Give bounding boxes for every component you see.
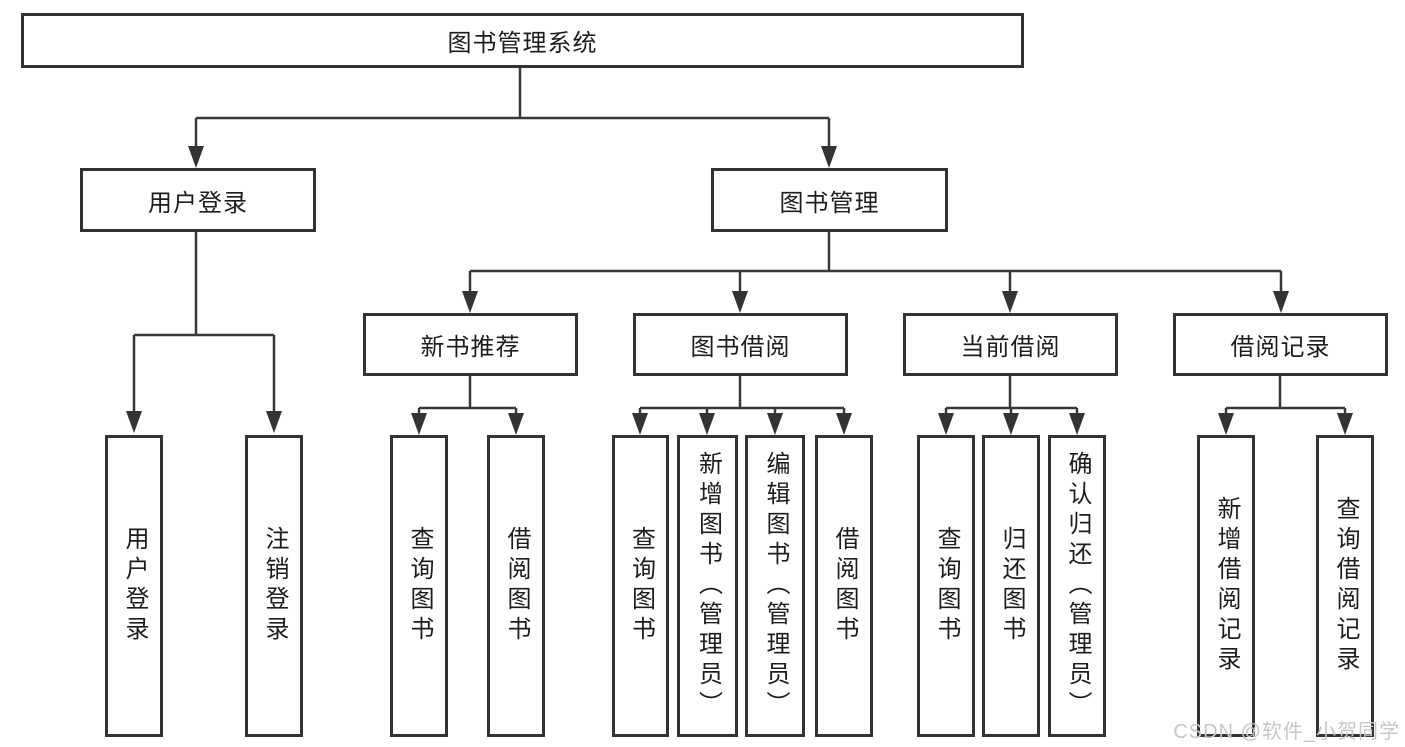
- node-label: 新书推荐: [420, 334, 521, 361]
- node-label: 借阅记录: [1230, 334, 1331, 361]
- leaf-borrow-books: 借阅图书: [815, 435, 873, 737]
- node-label: 用户登录: [148, 189, 248, 217]
- node-root: 图书管理系统: [21, 13, 1024, 68]
- node-label: 注销登录: [261, 526, 288, 646]
- node-current-borrow: 当前借阅: [903, 313, 1118, 376]
- leaf-add-borrow-record: 新增借阅记录: [1197, 435, 1255, 737]
- node-book-management: 图书管理: [711, 168, 948, 232]
- node-label: 归还图书: [998, 526, 1025, 646]
- node-new-book-recommend: 新书推荐: [363, 313, 578, 376]
- leaf-confirm-return-admin: 确认归还（管理员）: [1048, 435, 1106, 737]
- node-label: 新增借阅记录: [1213, 496, 1240, 676]
- node-label: 确认归还（管理员）: [1064, 451, 1091, 721]
- node-book-borrow: 图书借阅: [633, 313, 848, 376]
- leaf-query-borrow-record: 查询借阅记录: [1316, 435, 1374, 737]
- node-label: 编辑图书（管理员）: [762, 451, 789, 721]
- leaf-logout: 注销登录: [245, 435, 303, 737]
- node-label: 新增图书（管理员）: [694, 451, 722, 721]
- node-label: 借阅图书: [503, 526, 530, 646]
- leaf-user-login: 用户登录: [105, 435, 163, 737]
- leaf-query-books-borrow: 查询图书: [612, 435, 669, 737]
- node-user-login-branch: 用户登录: [80, 168, 316, 232]
- node-label: 用户登录: [121, 526, 148, 646]
- leaf-edit-book-admin: 编辑图书（管理员）: [745, 435, 805, 737]
- node-label: 当前借阅: [960, 334, 1061, 361]
- node-label: 图书借阅: [690, 334, 791, 361]
- node-label: 查询图书: [406, 526, 433, 646]
- node-label: 查询借阅记录: [1332, 496, 1359, 676]
- node-label: 图书管理: [779, 189, 880, 217]
- leaf-add-book-admin: 新增图书（管理员）: [677, 435, 738, 737]
- node-borrow-records: 借阅记录: [1173, 313, 1388, 376]
- node-label: 图书管理系统: [447, 30, 598, 57]
- node-label: 查询图书: [627, 526, 655, 646]
- leaf-query-books-recommend: 查询图书: [390, 435, 448, 737]
- leaf-query-books-current: 查询图书: [917, 435, 975, 737]
- watermark: CSDN @软件_小贺同学: [1173, 721, 1400, 743]
- node-label: 查询图书: [933, 526, 960, 646]
- node-label: 借阅图书: [831, 526, 858, 646]
- leaf-borrow-books-recommend: 借阅图书: [487, 435, 545, 737]
- leaf-return-book: 归还图书: [982, 435, 1040, 737]
